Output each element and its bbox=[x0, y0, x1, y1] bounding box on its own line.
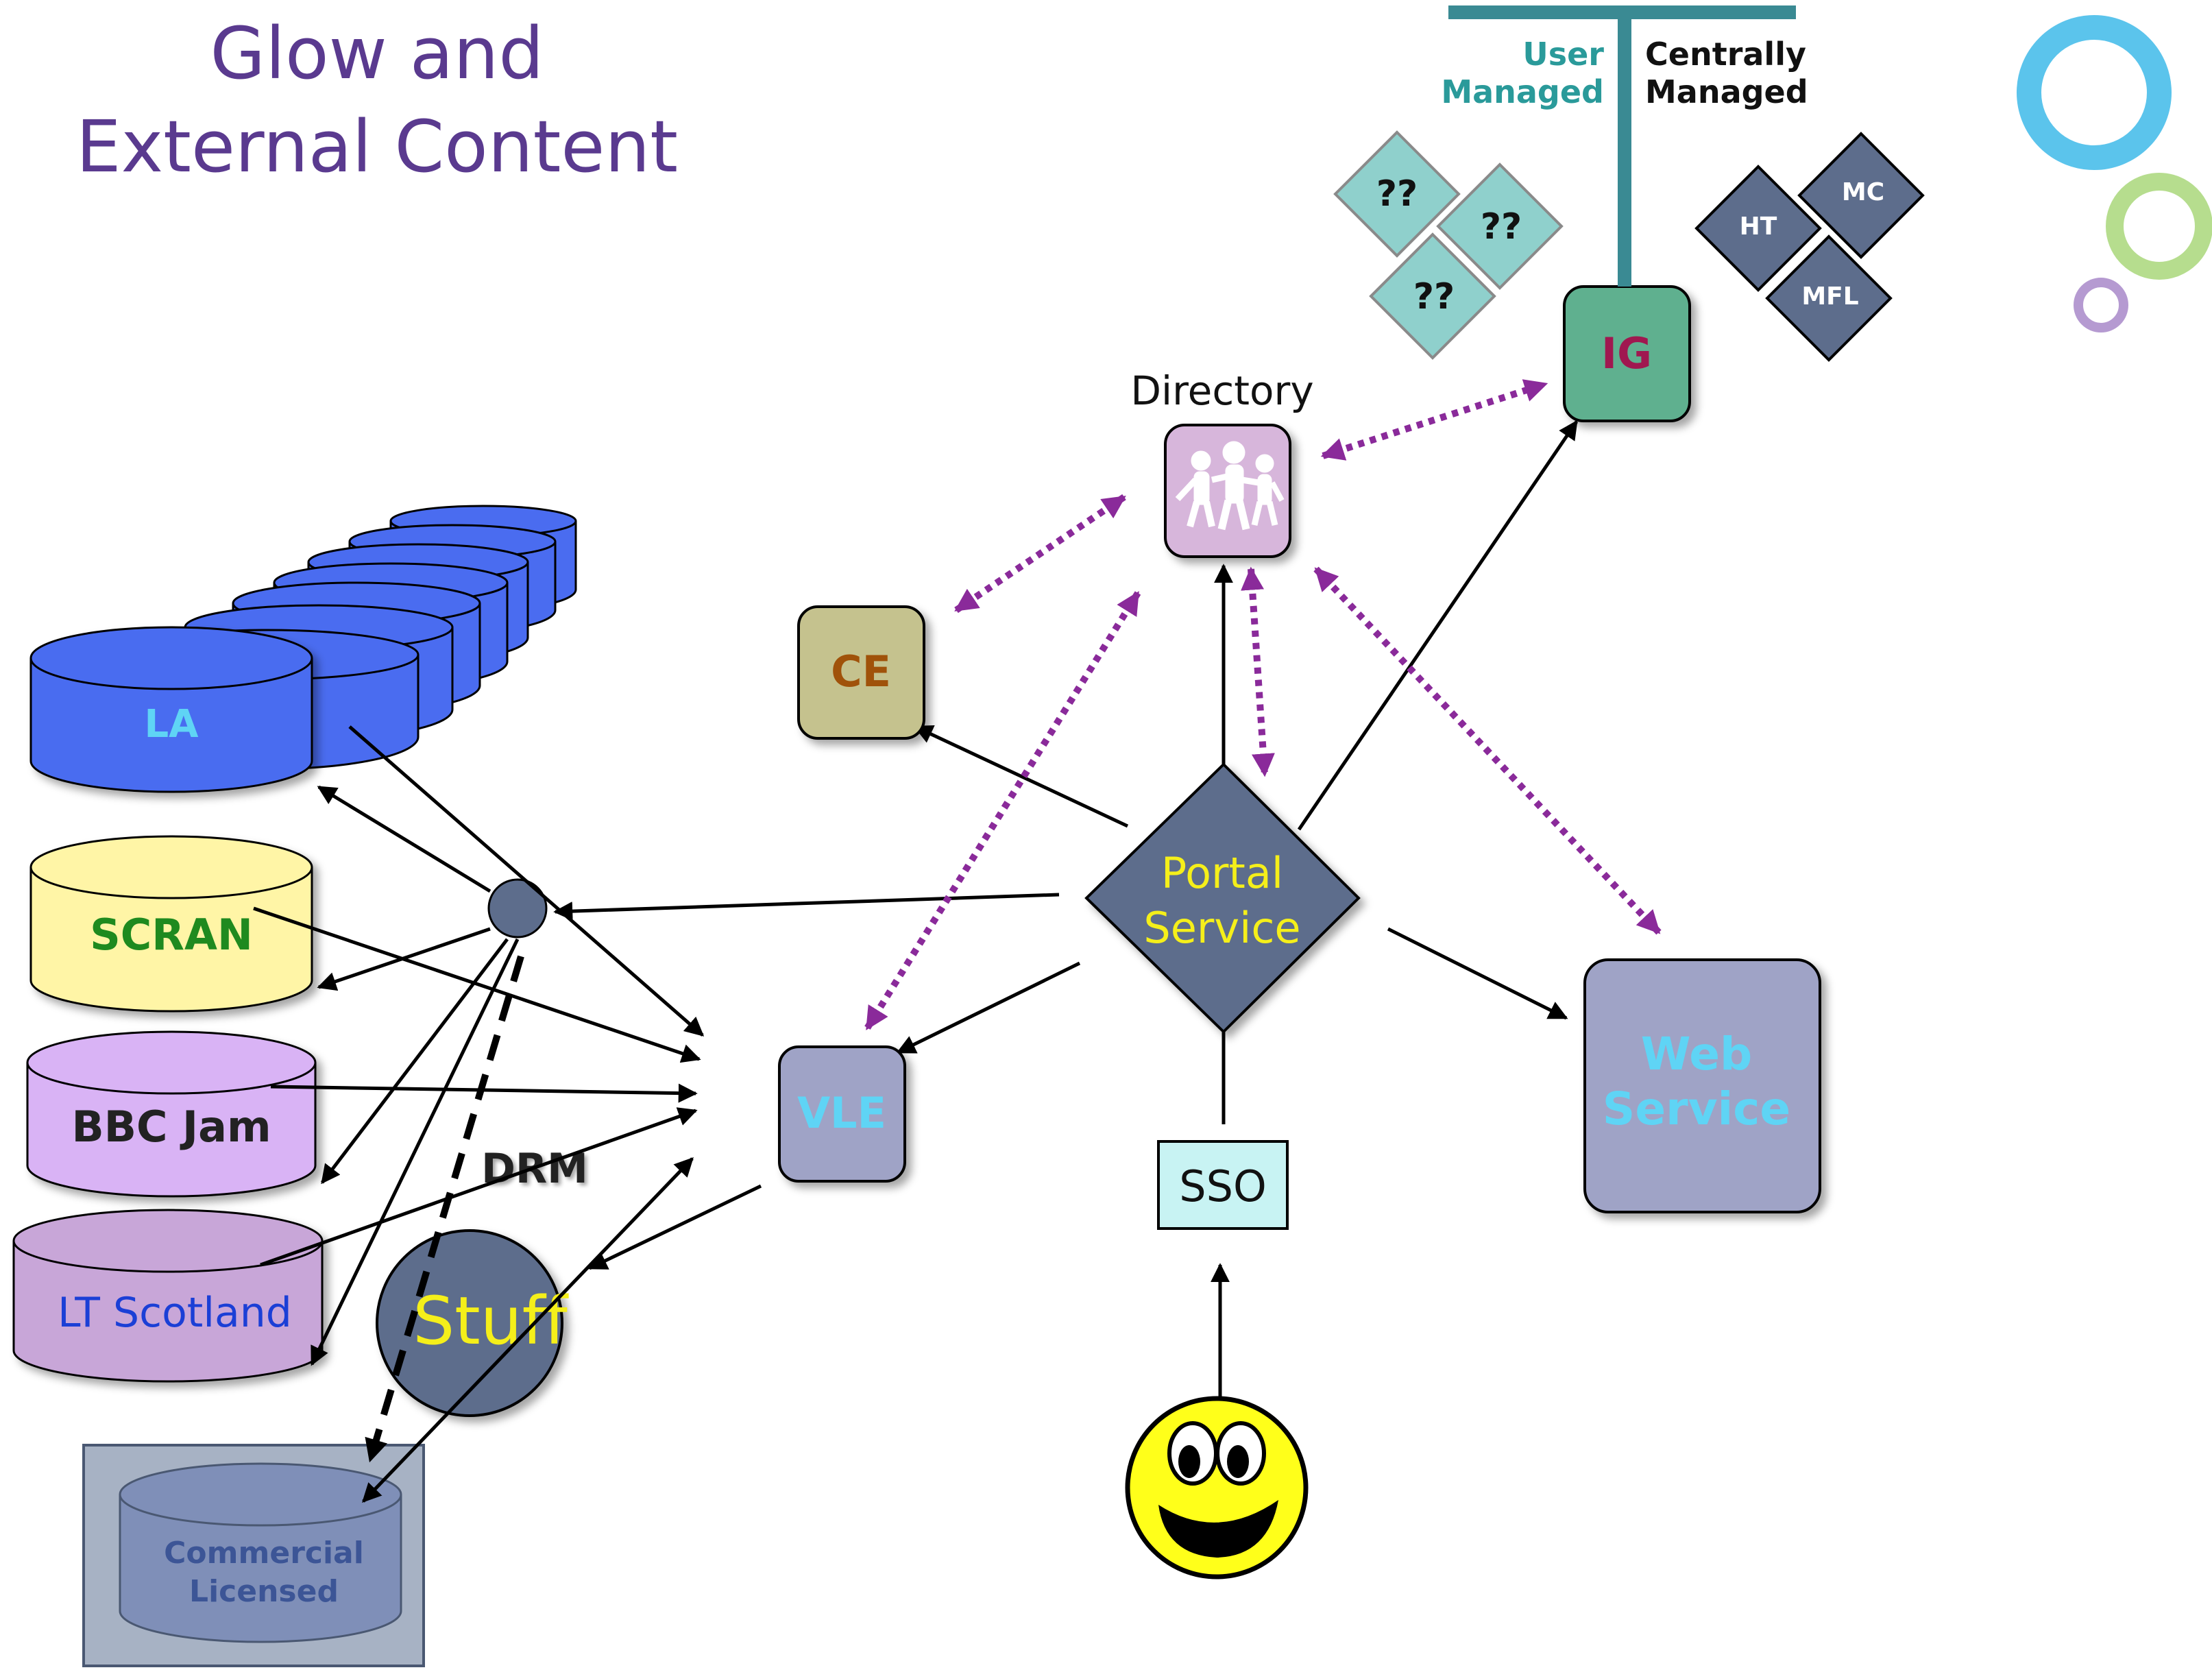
user-group-3 bbox=[1369, 232, 1496, 360]
central-group-ht-label: HT bbox=[1740, 213, 1777, 241]
web-label-line-1: Web bbox=[1641, 1028, 1752, 1080]
title-line-2: External Content bbox=[75, 105, 679, 189]
centrally-managed-line-2: Managed bbox=[1645, 73, 1808, 110]
decorative-rings bbox=[2017, 15, 2212, 332]
directory-label: Directory bbox=[1130, 367, 1313, 414]
commercial-label-line-2: Licensed bbox=[189, 1574, 339, 1609]
directory-links bbox=[864, 379, 1662, 1030]
central-group-mfl bbox=[1765, 234, 1893, 362]
people-icon bbox=[1175, 441, 1285, 531]
user-group-2-label: ?? bbox=[1481, 206, 1522, 247]
user-group-1 bbox=[1333, 130, 1461, 258]
commercial-database bbox=[119, 1462, 402, 1643]
central-groups bbox=[1694, 132, 1925, 362]
stuff-label: Stuff bbox=[413, 1283, 568, 1359]
commercial-label-line-1: Commercial bbox=[164, 1536, 364, 1571]
user-groups bbox=[1333, 130, 1564, 360]
title-line-1: Glow and bbox=[210, 12, 544, 95]
user-group-2 bbox=[1436, 162, 1564, 290]
smiley-icon bbox=[1125, 1396, 1309, 1580]
portal-service-node bbox=[1084, 762, 1361, 1034]
ig-label: IG bbox=[1601, 328, 1652, 378]
vle-node bbox=[778, 1045, 906, 1183]
central-group-mc bbox=[1797, 132, 1925, 259]
lt-scotland-database bbox=[12, 1209, 324, 1383]
la-label: LA bbox=[144, 702, 199, 747]
web-label-line-2: Service bbox=[1603, 1082, 1790, 1135]
lt-scotland-label: LT Scotland bbox=[58, 1289, 292, 1337]
ce-label: CE bbox=[831, 646, 891, 697]
ce-node bbox=[797, 605, 925, 740]
portal-label-line-1: Portal bbox=[1161, 848, 1283, 898]
sso-node bbox=[1157, 1140, 1289, 1230]
user-group-3-label: ?? bbox=[1413, 276, 1455, 317]
central-group-mc-label: MC bbox=[1842, 178, 1884, 206]
scran-label: SCRAN bbox=[90, 910, 253, 960]
web-service-node bbox=[1583, 958, 1821, 1213]
scran-database bbox=[29, 835, 313, 1013]
user-managed-line-2: Managed bbox=[1441, 73, 1604, 110]
sso-label: SSO bbox=[1179, 1161, 1267, 1211]
bbc-jam-label: BBC Jam bbox=[71, 1102, 271, 1152]
central-group-mfl-label: MFL bbox=[1801, 282, 1858, 311]
portal-label-line-2: Service bbox=[1143, 903, 1300, 953]
page-title: Glow and External Content bbox=[69, 7, 685, 193]
centrally-managed-line-1: Centrally bbox=[1645, 36, 1806, 73]
la-database-stack bbox=[29, 505, 577, 793]
bbc-jam-database bbox=[26, 1030, 317, 1198]
central-group-ht bbox=[1694, 165, 1822, 292]
user-managed-line-1: User bbox=[1522, 36, 1604, 73]
management-legend bbox=[1448, 5, 1796, 287]
vle-label: VLE bbox=[797, 1088, 886, 1138]
hub-node bbox=[487, 878, 548, 939]
user-group-1-label: ?? bbox=[1376, 173, 1418, 215]
